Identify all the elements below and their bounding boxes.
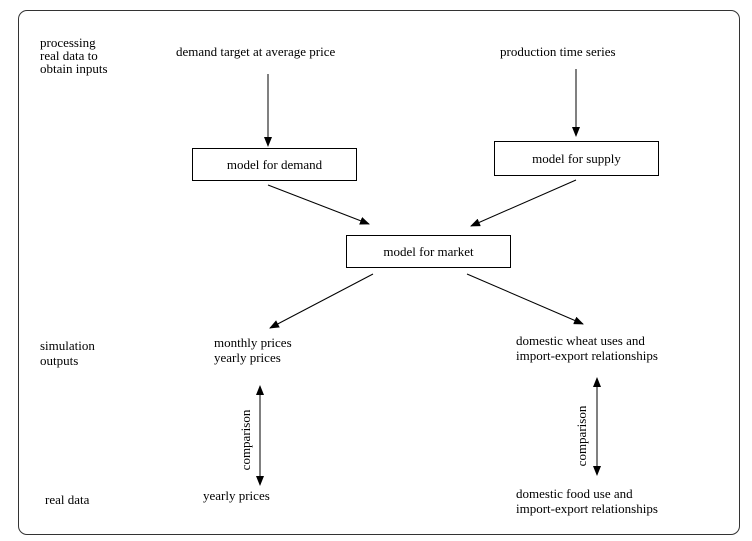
wheat-uses-label: domestic wheat uses and import-export re… bbox=[516, 333, 658, 363]
arrow-demand-model-to-market-model bbox=[267, 184, 370, 225]
section-label-real-data: real data bbox=[45, 492, 90, 507]
food-use-label: domestic food use and import-export rela… bbox=[516, 486, 658, 516]
supply-model-label: model for supply bbox=[532, 150, 621, 166]
arrow-market-model-to-wheat-uses bbox=[466, 273, 584, 325]
arrow-market-model-to-prices bbox=[269, 273, 374, 329]
simulated-prices-label: monthly prices yearly prices bbox=[214, 335, 292, 365]
section-label-processing: processing real data to obtain inputs bbox=[40, 35, 108, 76]
demand-model-label: model for demand bbox=[226, 156, 323, 172]
demand-model-box: model for demand bbox=[192, 148, 357, 181]
arrow-supply-model-to-market-model bbox=[470, 179, 577, 227]
market-model-label: model for market bbox=[383, 243, 474, 259]
supply-model-box: model for supply bbox=[494, 141, 659, 176]
diagram-frame bbox=[18, 10, 740, 535]
demand-target-label: demand target at average price bbox=[176, 44, 336, 59]
comparison-label-left: comparison bbox=[238, 409, 253, 471]
real-yearly-prices-label: yearly prices bbox=[203, 488, 270, 503]
comparison-label-right: comparison bbox=[574, 405, 589, 467]
market-model-box: model for market bbox=[346, 235, 511, 268]
production-series-label: production time series bbox=[500, 44, 616, 59]
section-label-simulation: simulation outputs bbox=[40, 338, 95, 368]
